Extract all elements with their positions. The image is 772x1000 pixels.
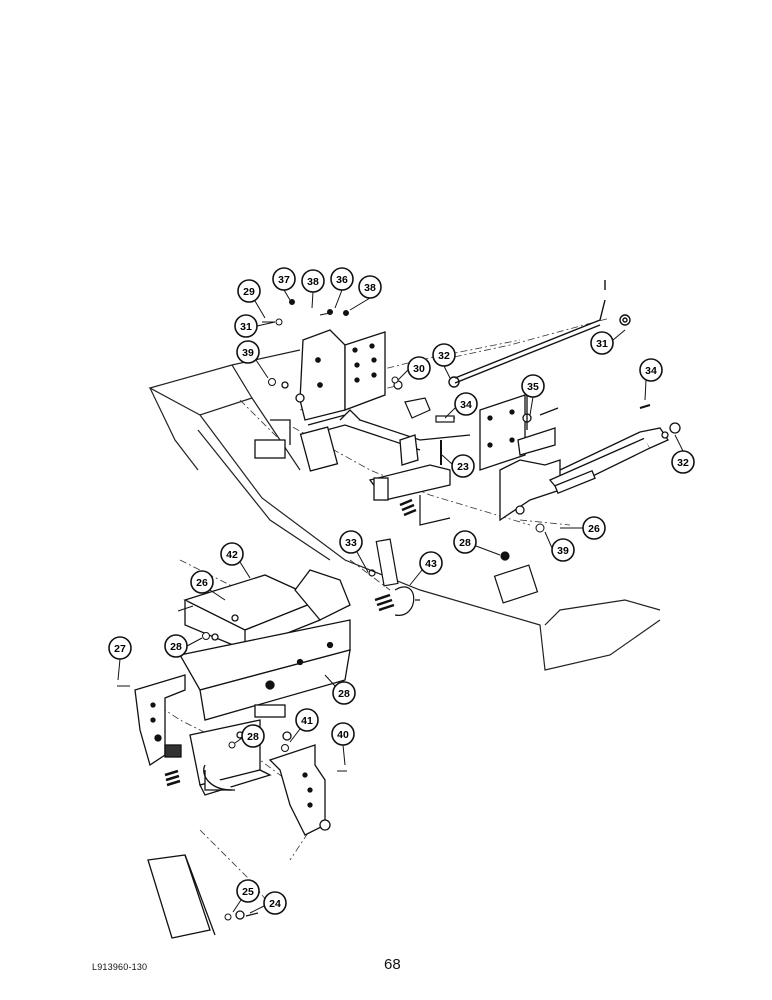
callout-34: 34	[454, 392, 478, 416]
right-lever-arm	[548, 404, 681, 495]
frame-outline	[148, 349, 661, 671]
svg-text:36: 36	[336, 274, 348, 286]
svg-text:32: 32	[438, 350, 450, 362]
callout-31: 31	[234, 314, 258, 338]
callout-38: 38	[301, 269, 325, 293]
svg-text:26: 26	[196, 577, 208, 589]
callouts: 37 38 36 38 29 31 39 30	[108, 267, 695, 915]
svg-text:35: 35	[527, 381, 539, 393]
svg-text:31: 31	[240, 321, 252, 333]
callout-27: 27	[108, 636, 132, 660]
svg-text:32: 32	[677, 457, 689, 469]
svg-text:28: 28	[247, 731, 259, 743]
svg-text:28: 28	[338, 688, 350, 700]
callout-34-b: 34	[639, 358, 663, 382]
callout-42: 42	[220, 542, 244, 566]
callout-28: 28	[453, 530, 477, 554]
svg-text:28: 28	[170, 641, 182, 653]
svg-text:27: 27	[114, 643, 126, 655]
svg-text:38: 38	[307, 276, 319, 288]
svg-text:23: 23	[457, 461, 469, 473]
upper-mounting-plates	[281, 329, 386, 421]
right-bracket-assembly	[479, 394, 561, 522]
callout-38-b: 38	[358, 275, 382, 299]
svg-text:34: 34	[645, 365, 657, 377]
svg-text:28: 28	[459, 537, 471, 549]
callout-29: 29	[237, 279, 261, 303]
leader-lines	[117, 289, 684, 914]
callout-43: 43	[419, 551, 443, 575]
control-rod	[448, 280, 631, 388]
callout-39-b: 39	[551, 538, 575, 562]
svg-text:33: 33	[345, 537, 357, 549]
springs-and-pins	[368, 495, 539, 616]
callout-37: 37	[272, 267, 296, 291]
shaft-assembly	[254, 409, 471, 501]
svg-text:30: 30	[413, 363, 425, 375]
alignment-lines	[134, 317, 611, 906]
svg-text:24: 24	[269, 898, 281, 910]
callout-25: 25	[236, 879, 260, 903]
lower-left-side-plate	[134, 674, 186, 787]
callout-41: 41	[295, 708, 319, 732]
foot-plate	[147, 854, 259, 939]
lower-right-side-plate	[268, 731, 331, 836]
hardware-fasteners	[117, 299, 572, 921]
callout-26: 26	[582, 516, 606, 540]
callout-33: 33	[339, 530, 363, 554]
svg-text:41: 41	[301, 715, 313, 727]
callout-23: 23	[451, 454, 475, 478]
drawing-code: L913960-130	[92, 962, 148, 972]
callout-26-b: 26	[190, 570, 214, 594]
callout-24: 24	[263, 891, 287, 915]
svg-text:39: 39	[242, 347, 254, 359]
callout-39: 39	[236, 340, 260, 364]
svg-text:43: 43	[425, 558, 437, 570]
callout-40: 40	[331, 722, 355, 746]
callout-36: 36	[330, 267, 354, 291]
callout-30: 30	[407, 356, 431, 380]
svg-text:42: 42	[226, 549, 238, 561]
svg-text:38: 38	[364, 282, 376, 294]
page-number: 68	[384, 956, 401, 973]
svg-text:31: 31	[596, 338, 608, 350]
callout-35: 35	[521, 374, 545, 398]
svg-text:25: 25	[242, 886, 254, 898]
svg-text:40: 40	[337, 729, 349, 741]
callout-28-b: 28	[164, 634, 188, 658]
svg-text:37: 37	[278, 274, 290, 286]
callout-32-b: 32	[671, 450, 695, 474]
callout-28-d: 28	[241, 724, 265, 748]
svg-text:39: 39	[557, 545, 569, 557]
callout-28-c: 28	[332, 681, 356, 705]
svg-text:34: 34	[460, 399, 472, 411]
svg-text:29: 29	[243, 286, 255, 298]
callout-32: 32	[432, 343, 456, 367]
svg-text:26: 26	[588, 523, 600, 535]
callout-31-b: 31	[590, 331, 614, 355]
